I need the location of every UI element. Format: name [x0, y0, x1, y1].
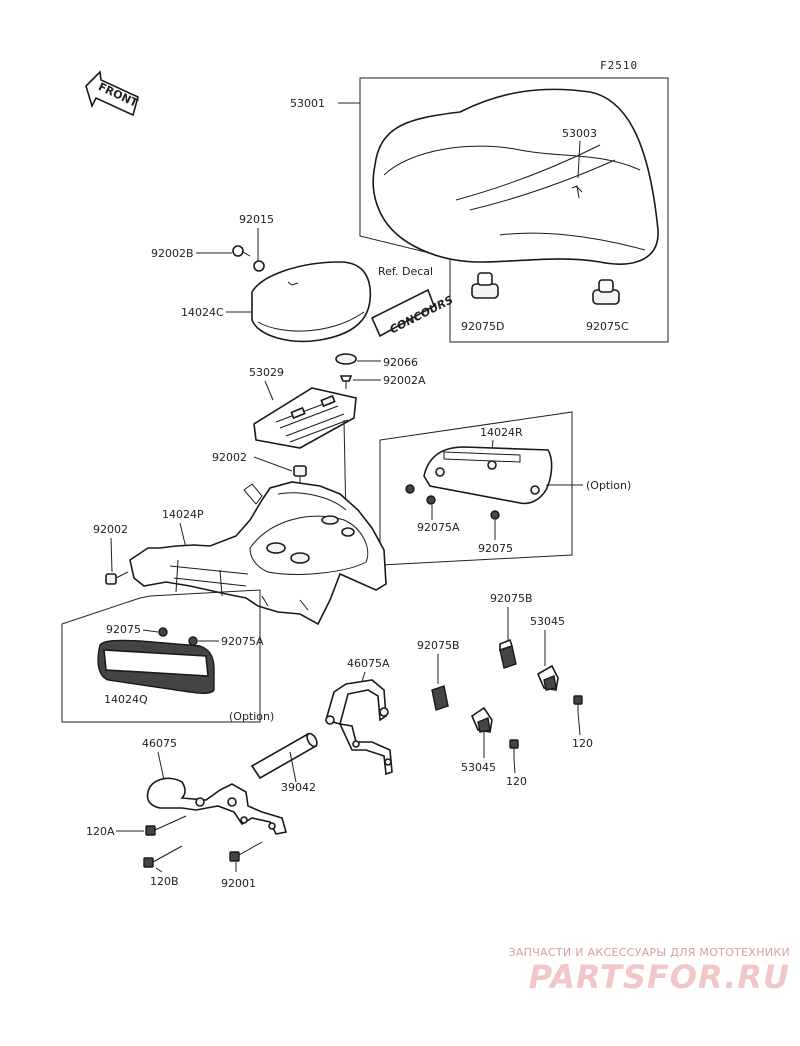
bolt-120A [145, 815, 187, 836]
bracket-46075A [325, 679, 393, 776]
label-46075: 46075 [142, 737, 177, 750]
seat-assembly-box [338, 77, 669, 343]
panel-14024R [423, 446, 553, 505]
rack-53029 [253, 387, 357, 449]
label-120-b: 120 [506, 775, 527, 788]
label-53045-b: 53045 [461, 761, 496, 774]
seat-53003 [372, 88, 659, 265]
nut-92075A-left [188, 636, 198, 646]
nut-92075-right [490, 510, 500, 520]
nut-92075A-right [405, 484, 436, 505]
label-92075C: 92075C [586, 320, 629, 333]
holder-53045-a [536, 664, 559, 691]
front-arrow-icon: FRONT [85, 70, 140, 117]
label-92075A-right: 92075A [417, 521, 460, 534]
seat-cowl-14024C [251, 261, 372, 343]
damper-92075D [471, 272, 499, 299]
label-53029: 53029 [249, 366, 284, 379]
bracket-46075 [146, 777, 288, 835]
label-ref-decal: Ref. Decal [378, 265, 433, 278]
nut-92015 [253, 260, 265, 272]
screw-92002B [232, 245, 251, 257]
label-53001: 53001 [290, 97, 325, 110]
bolt-120B [143, 845, 183, 868]
label-92075-right: 92075 [478, 542, 513, 555]
damper-92075C [592, 279, 620, 305]
label-92075A-left: 92075A [221, 635, 264, 648]
bolt-92002-left [105, 571, 129, 585]
label-92001: 92001 [221, 877, 256, 890]
label-92066: 92066 [383, 356, 418, 369]
damper-92075B-a [499, 638, 517, 669]
cap-92066 [335, 353, 357, 365]
label-14024P: 14024P [162, 508, 204, 521]
option-box-left [61, 589, 261, 723]
label-option-left: (Option) [229, 710, 274, 723]
label-14024R: 14024R [480, 426, 523, 439]
bolt-120-b [509, 739, 519, 758]
label-120B: 120B [150, 875, 179, 888]
panel-14024Q [97, 639, 215, 695]
rear-cowl-14024P [129, 481, 387, 626]
bolt-120-a [573, 695, 583, 712]
label-53003: 53003 [562, 127, 597, 140]
decal-concours: CONCOURS [370, 288, 455, 338]
label-46075A: 46075A [347, 657, 390, 670]
label-92075D: 92075D [461, 320, 504, 333]
label-92015: 92015 [239, 213, 274, 226]
label-39042: 39042 [281, 781, 316, 794]
diagram-id: F2510 [600, 59, 638, 72]
watermark-brand: PARTSFOR.RU [528, 958, 790, 996]
label-92002-left: 92002 [93, 523, 128, 536]
label-92075-left: 92075 [106, 623, 141, 636]
watermark-tagline: ЗАПЧАСТИ И АКСЕССУАРЫ ДЛЯ МОТОТЕХНИКИ [508, 946, 790, 959]
label-92002-mid: 92002 [212, 451, 247, 464]
label-14024Q: 14024Q [104, 693, 148, 706]
label-14024C: 14024C [181, 306, 224, 319]
holder-53045-b [471, 706, 493, 733]
label-92075B-a: 92075B [490, 592, 533, 605]
label-120-a: 120 [572, 737, 593, 750]
label-option-right: (Option) [586, 479, 631, 492]
label-92002B: 92002B [151, 247, 194, 260]
nut-92075-left [158, 627, 168, 637]
label-120A: 120A [86, 825, 115, 838]
option-box-right [379, 411, 573, 566]
watermark: ЗАПЧАСТИ И АКСЕССУАРЫ ДЛЯ МОТОТЕХНИКИ PA… [470, 946, 790, 995]
shaft-39042 [250, 732, 318, 780]
screw-92002A [339, 375, 353, 389]
label-53045-a: 53045 [530, 615, 565, 628]
label-92075B-b: 92075B [417, 639, 460, 652]
damper-92075B-b [431, 685, 449, 711]
bolt-92001 [229, 841, 263, 862]
label-92002A: 92002A [383, 374, 426, 387]
